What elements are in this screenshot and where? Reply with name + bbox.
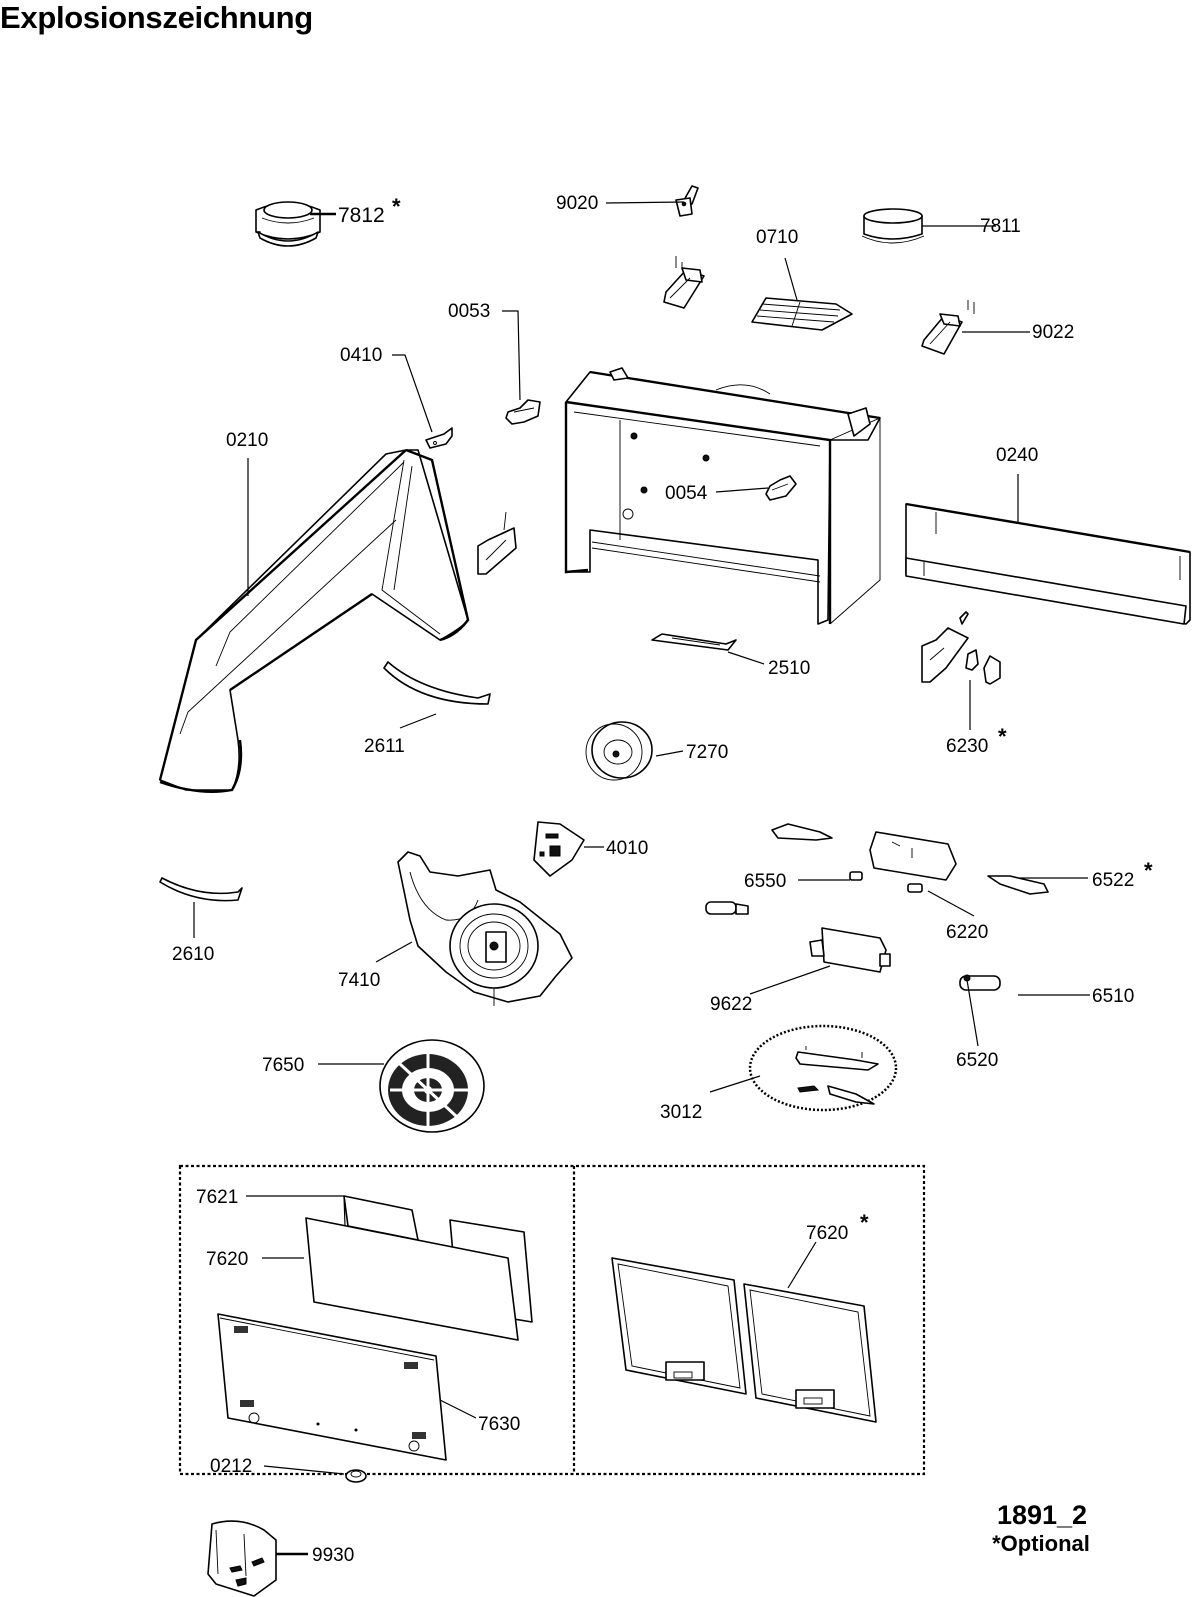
part-6220-terminal[interactable] bbox=[907, 883, 923, 893]
part-7630-filter-panel[interactable] bbox=[217, 1313, 447, 1461]
optional-marker-6522: * bbox=[1144, 858, 1153, 883]
optional-legend: *Optional bbox=[992, 1531, 1090, 1556]
leader-7270 bbox=[655, 750, 684, 757]
label-6230: 6230 bbox=[946, 736, 988, 757]
leader-3012 bbox=[709, 1075, 761, 1093]
label-6550: 6550 bbox=[744, 871, 786, 892]
label-6522: 6522 bbox=[1092, 870, 1134, 891]
part-7812-duct-adapter[interactable] bbox=[255, 201, 321, 247]
part-7410-blower-motor[interactable] bbox=[397, 851, 573, 1006]
label-6220: 6220 bbox=[946, 922, 988, 943]
leader-0054 bbox=[715, 487, 769, 493]
page-title: Explosionszeichnung bbox=[0, 0, 313, 35]
label-2610: 2610 bbox=[172, 944, 214, 965]
part-6230-switch-assembly[interactable] bbox=[921, 611, 1001, 685]
leader-7620b bbox=[787, 1241, 817, 1289]
optional-marker-7620: * bbox=[860, 1210, 869, 1235]
leader-9020 bbox=[605, 201, 685, 204]
part-4010-control-module[interactable] bbox=[533, 821, 585, 877]
part-7620-metal-grease-filter-left[interactable] bbox=[611, 1257, 747, 1395]
label-9022: 9022 bbox=[1032, 322, 1074, 343]
label-9622: 9622 bbox=[710, 994, 752, 1015]
label-7811: 7811 bbox=[980, 216, 1021, 237]
part-control-board[interactable] bbox=[869, 831, 957, 881]
part-9022-mounting-bracket[interactable] bbox=[921, 300, 975, 355]
part-lamp-left[interactable] bbox=[705, 901, 749, 915]
label-9930: 9930 bbox=[312, 1545, 354, 1566]
leader-6220 bbox=[927, 890, 975, 917]
part-0240-cover-plate[interactable] bbox=[905, 502, 1191, 625]
part-side-bracket[interactable] bbox=[477, 511, 517, 575]
optional-marker-7812: * bbox=[392, 194, 401, 219]
part-2510-seal-strip[interactable] bbox=[651, 633, 737, 651]
part-7270-capacitor[interactable] bbox=[585, 721, 653, 781]
filter-options-box bbox=[178, 1164, 926, 1476]
leader-7621 bbox=[246, 1195, 346, 1227]
label-7630: 7630 bbox=[478, 1414, 520, 1435]
part-2611-trim-strip[interactable] bbox=[383, 661, 491, 705]
leader-0053 bbox=[502, 310, 521, 401]
label-7650: 7650 bbox=[262, 1055, 304, 1076]
part-9622-transformer[interactable] bbox=[809, 927, 891, 973]
leader-9622 bbox=[749, 965, 831, 995]
leader-7630 bbox=[439, 1399, 477, 1419]
part-0710-grille[interactable] bbox=[751, 297, 853, 331]
leader-2510 bbox=[727, 651, 765, 665]
label-7620b: 7620 bbox=[806, 1223, 848, 1244]
drawing-id-block: 1891_2 *Optional bbox=[982, 1500, 1102, 1557]
label-6520: 6520 bbox=[956, 1050, 998, 1071]
drawing-number: 1891_2 bbox=[996, 1500, 1088, 1530]
part-0210-front-glass-panel[interactable] bbox=[158, 448, 470, 793]
label-0410: 0410 bbox=[340, 345, 382, 366]
part-9020-bracket-clip[interactable] bbox=[675, 185, 699, 217]
label-0710: 0710 bbox=[756, 227, 798, 248]
leader-0212 bbox=[263, 1465, 345, 1475]
label-0210: 0210 bbox=[226, 430, 268, 451]
leader-0710 bbox=[784, 257, 798, 301]
part-0054-hinge[interactable] bbox=[765, 475, 797, 501]
part-2610-trim-strip[interactable] bbox=[159, 877, 243, 902]
part-7811-flange-ring[interactable] bbox=[861, 208, 925, 244]
part-0212-knob[interactable] bbox=[345, 1469, 367, 1483]
label-7270: 7270 bbox=[686, 742, 728, 763]
label-0212: 0212 bbox=[210, 1456, 252, 1477]
label-3012: 3012 bbox=[660, 1102, 702, 1123]
label-0053: 0053 bbox=[448, 301, 490, 322]
part-9930-accessory-bag[interactable] bbox=[207, 1520, 277, 1597]
label-2611: 2611 bbox=[364, 736, 405, 757]
part-main-housing[interactable] bbox=[564, 367, 881, 625]
label-9020: 9020 bbox=[556, 193, 598, 214]
label-6510: 6510 bbox=[1092, 986, 1134, 1007]
part-3012-hardware-kit[interactable] bbox=[748, 1024, 898, 1112]
part-bracket-left[interactable] bbox=[663, 256, 705, 309]
part-0410-hinge-cap[interactable] bbox=[425, 427, 453, 449]
part-7620-metal-grease-filter-right[interactable] bbox=[743, 1283, 877, 1423]
label-0054: 0054 bbox=[665, 483, 708, 504]
part-7620-grease-filter[interactable] bbox=[305, 1217, 519, 1341]
leader-7410 bbox=[375, 941, 413, 963]
label-4010: 4010 bbox=[606, 838, 648, 859]
optional-marker-6230: * bbox=[998, 724, 1007, 749]
label-7620a: 7620 bbox=[206, 1249, 248, 1270]
label-0240: 0240 bbox=[996, 445, 1038, 466]
leader-6520 bbox=[966, 979, 979, 1047]
label-7410: 7410 bbox=[338, 970, 380, 991]
label-2510: 2510 bbox=[768, 658, 810, 679]
part-0053-hinge[interactable] bbox=[505, 399, 541, 425]
part-6550-connector[interactable] bbox=[849, 871, 863, 881]
leader-0410 bbox=[392, 354, 433, 433]
part-7650-fan-guard[interactable] bbox=[379, 1039, 485, 1133]
label-7812: 7812 bbox=[338, 204, 385, 227]
leader-2611 bbox=[399, 713, 437, 729]
part-6522-lamp-cover[interactable] bbox=[987, 875, 1049, 895]
part-lamp-cover-left[interactable] bbox=[771, 823, 833, 841]
label-7621: 7621 bbox=[196, 1187, 238, 1208]
